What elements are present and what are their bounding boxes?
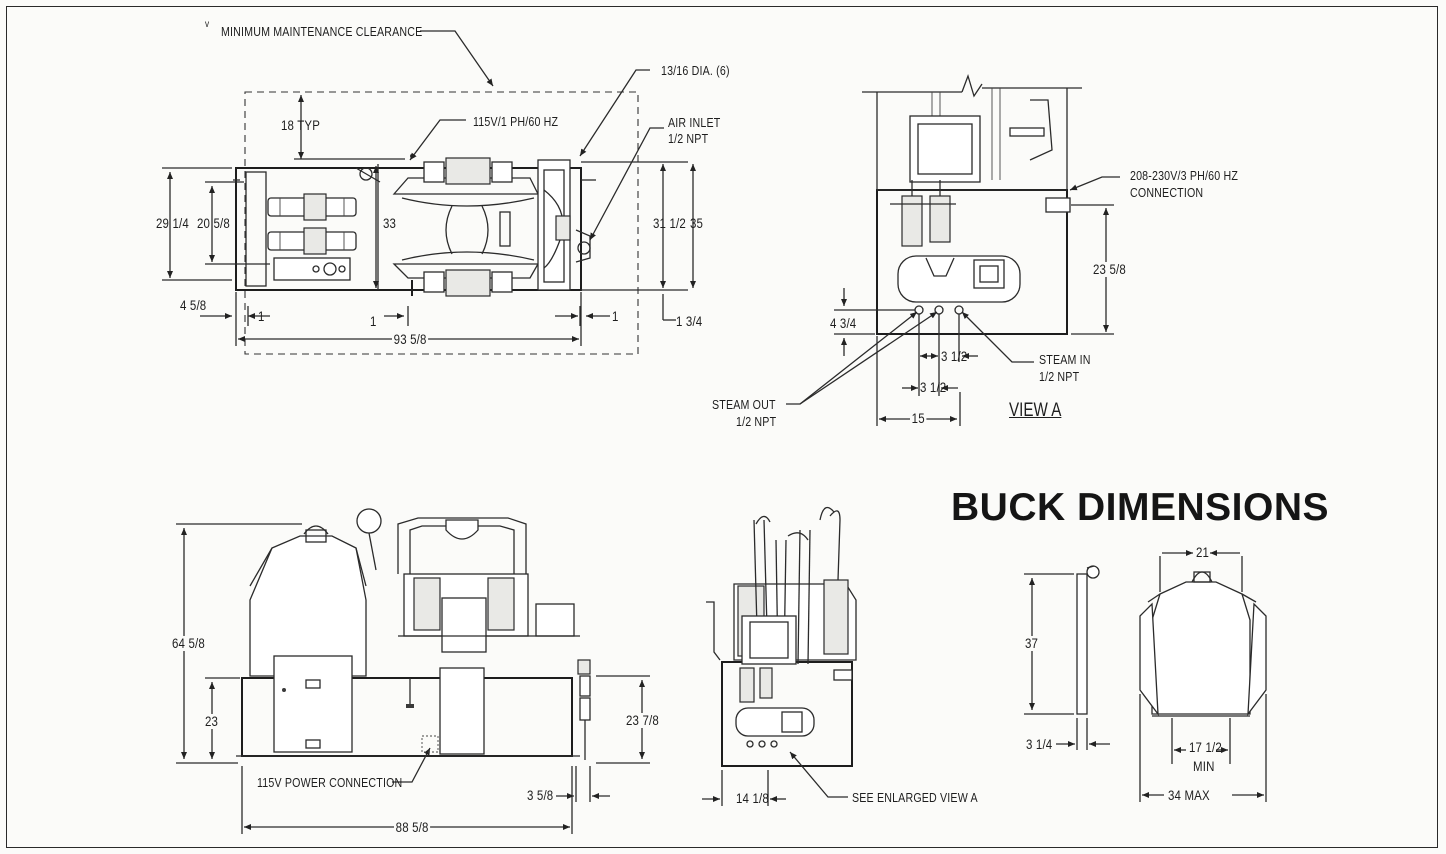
steam-out-npt: 1/2 NPT bbox=[736, 414, 777, 429]
press-head-upper bbox=[392, 177, 540, 195]
page-title: BUCK DIMENSIONS bbox=[951, 486, 1330, 529]
dim-20: 20 5/8 bbox=[197, 215, 230, 231]
dim-buck-34: 34 MAX bbox=[1168, 787, 1210, 803]
dim-side-14: 14 1/8 bbox=[736, 790, 769, 806]
front-press-frame bbox=[397, 517, 527, 574]
view-a-drawing bbox=[786, 73, 1120, 426]
dim-buck-37: 37 bbox=[1025, 635, 1039, 651]
dim-4: 4 5/8 bbox=[180, 297, 207, 313]
clearance-label: MINIMUM MAINTENANCE CLEARANCE bbox=[221, 24, 423, 39]
machine-footprint bbox=[235, 167, 582, 291]
steam-out-label: STEAM OUT bbox=[712, 397, 776, 412]
hole-label: 13/16 DIA. (6) bbox=[661, 63, 730, 78]
buck-detail-drawing bbox=[1024, 550, 1267, 802]
dim-1a: 1 bbox=[258, 308, 265, 324]
front-power-label: 115V POWER CONNECTION bbox=[257, 775, 403, 790]
dim-front-23-7: 23 7/8 bbox=[626, 712, 659, 728]
power-label-top: 115V/1 PH/60 HZ bbox=[473, 114, 559, 129]
dim-31: 31 1/2 bbox=[653, 215, 686, 231]
dim-view-a-23: 23 5/8 bbox=[1093, 261, 1126, 277]
typ-label: 18 TYP bbox=[281, 117, 321, 133]
dim-overall-top: 93 5/8 bbox=[392, 331, 429, 347]
side-steam-box bbox=[741, 615, 797, 665]
dim-1-3-4: 1 3/4 bbox=[676, 313, 703, 329]
dim-front-64: 64 5/8 bbox=[172, 635, 205, 651]
dim-front-3: 3 5/8 bbox=[527, 787, 554, 803]
front-control-box bbox=[273, 655, 353, 753]
dim-front-23: 23 bbox=[205, 713, 219, 729]
dim-1c: 1 bbox=[612, 308, 619, 324]
front-left-buck bbox=[249, 535, 367, 677]
buck-side-profile bbox=[1076, 573, 1088, 715]
dim-buck-3: 3 1/4 bbox=[1026, 736, 1053, 752]
view-a-power-label-1: 208-230V/3 PH/60 HZ bbox=[1130, 168, 1239, 183]
view-a-steam-box bbox=[909, 115, 981, 183]
maintenance-clearance-outline bbox=[244, 91, 639, 355]
dim-view-a-s1: 3 1/2 bbox=[941, 348, 968, 364]
dim-buck-21: 21 bbox=[1196, 544, 1210, 560]
dim-35: 35 bbox=[690, 215, 704, 231]
press-head-lower bbox=[392, 263, 540, 279]
air-inlet-label: AIR INLET bbox=[668, 115, 721, 130]
view-a-power-label-2: CONNECTION bbox=[1130, 185, 1204, 200]
dim-1b: 1 bbox=[370, 313, 377, 329]
view-a-boiler-panel bbox=[897, 255, 1021, 303]
dim-29: 29 1/4 bbox=[156, 215, 189, 231]
dim-buck-17: 17 1/2 bbox=[1189, 739, 1222, 755]
air-inlet-npt: 1/2 NPT bbox=[668, 131, 709, 146]
dim-buck-min: MIN bbox=[1193, 758, 1215, 774]
dim-front-overall: 88 5/8 bbox=[394, 819, 431, 835]
top-view-drawing bbox=[162, 30, 696, 355]
dim-view-a-15: 15 bbox=[910, 410, 927, 426]
dim-view-a-4: 4 3/4 bbox=[830, 315, 857, 331]
dim-33: 33 bbox=[383, 215, 397, 231]
steam-in-label: STEAM IN bbox=[1039, 352, 1091, 367]
clearance-mark: v bbox=[205, 19, 210, 30]
buck-front-profile bbox=[1151, 581, 1251, 715]
view-a-title: VIEW A bbox=[1009, 400, 1062, 421]
front-view-drawing bbox=[176, 508, 650, 834]
see-enlarged-label: SEE ENLARGED VIEW A bbox=[852, 790, 978, 805]
dim-view-a-s2: 3 1/2 bbox=[920, 379, 947, 395]
steam-in-npt: 1/2 NPT bbox=[1039, 369, 1080, 384]
side-view-drawing bbox=[702, 506, 857, 806]
